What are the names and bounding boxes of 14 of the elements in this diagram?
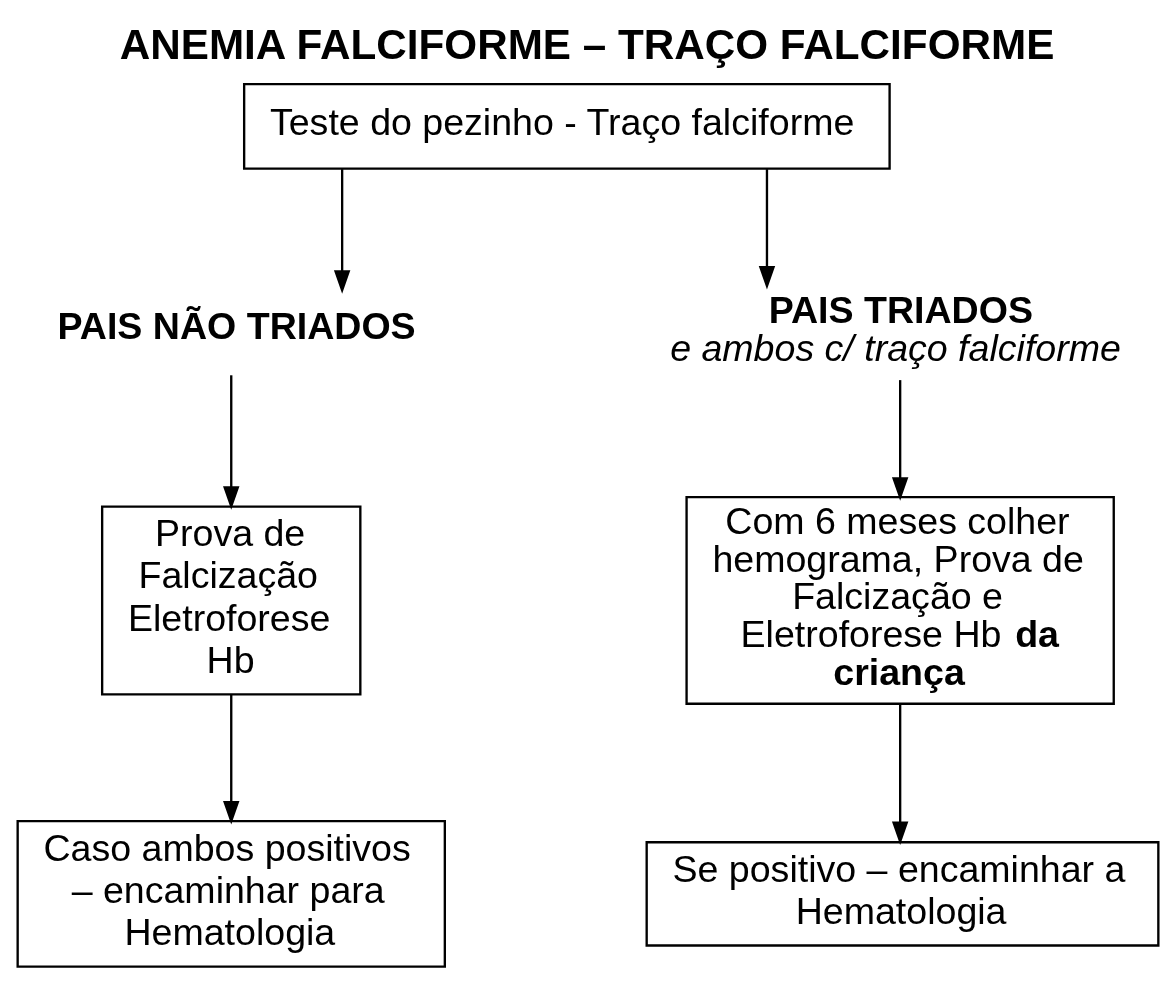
node-box: Prova de Falcização Eletroforese Hb bbox=[100, 505, 362, 696]
arrow bbox=[891, 380, 909, 501]
node-box: Teste do pezinho - Traço falciforme bbox=[242, 82, 891, 170]
node-text: PAIS NÃO TRIADOS bbox=[57, 305, 416, 348]
arrow bbox=[333, 169, 351, 294]
arrow bbox=[223, 375, 240, 510]
arrow bbox=[223, 694, 240, 825]
node-box: Se positivo – encaminhar a Hematologia bbox=[645, 841, 1160, 947]
node-box: Caso ambos positivos – encaminhar para Hematologia bbox=[16, 819, 446, 968]
node-text: PAIS TRIADOS e ambos c/ traço falciforme bbox=[670, 289, 1121, 369]
node-box: Com 6 meses colher hemograma, Prova de Falcização e Eletroforese Hb da criança bbox=[685, 496, 1115, 705]
arrow bbox=[891, 703, 909, 845]
arrow bbox=[758, 169, 776, 290]
diagram-title: ANEMIA FALCIFORME – TRAÇO FALCIFORME bbox=[119, 21, 1055, 69]
